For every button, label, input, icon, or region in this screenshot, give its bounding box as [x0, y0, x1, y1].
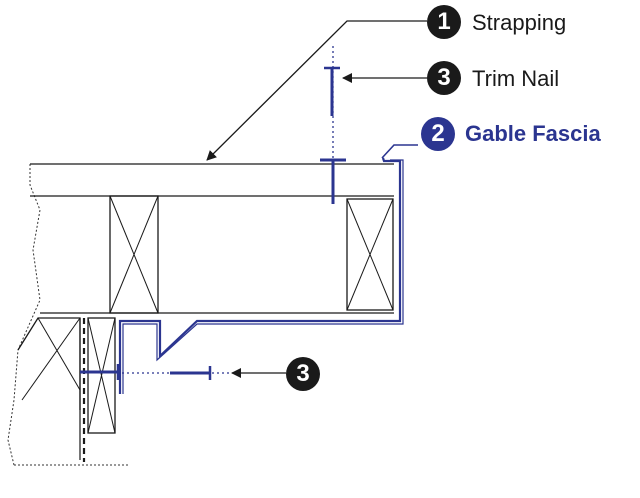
trim-nail-lower-installed [80, 364, 120, 380]
callout-badge-2: 2 [421, 117, 455, 151]
callout-badge-3-top: 3 [427, 61, 461, 95]
fascia-outer-edge [122, 159, 404, 394]
leader-gable-fascia [381, 144, 418, 159]
callout-label-trim-nail: Trim Nail [472, 66, 560, 91]
callout-badge-3-lower: 3 [286, 357, 320, 391]
callout-badge-1: 1 [427, 5, 461, 39]
blocking-left [109, 195, 159, 314]
trim-nail-top-installed [320, 158, 346, 204]
gable-fascia-profile [118, 157, 402, 394]
leader-strapping [206, 20, 427, 161]
trim-nail-top-floating [324, 66, 340, 116]
sub-fascia [87, 317, 116, 434]
callout-label-gable-fascia: Gable Fascia [465, 121, 601, 146]
callout-label-strapping: Strapping [472, 10, 567, 35]
wall-plate [17, 317, 81, 410]
break-line [7, 164, 41, 466]
blocking-right [346, 198, 394, 311]
